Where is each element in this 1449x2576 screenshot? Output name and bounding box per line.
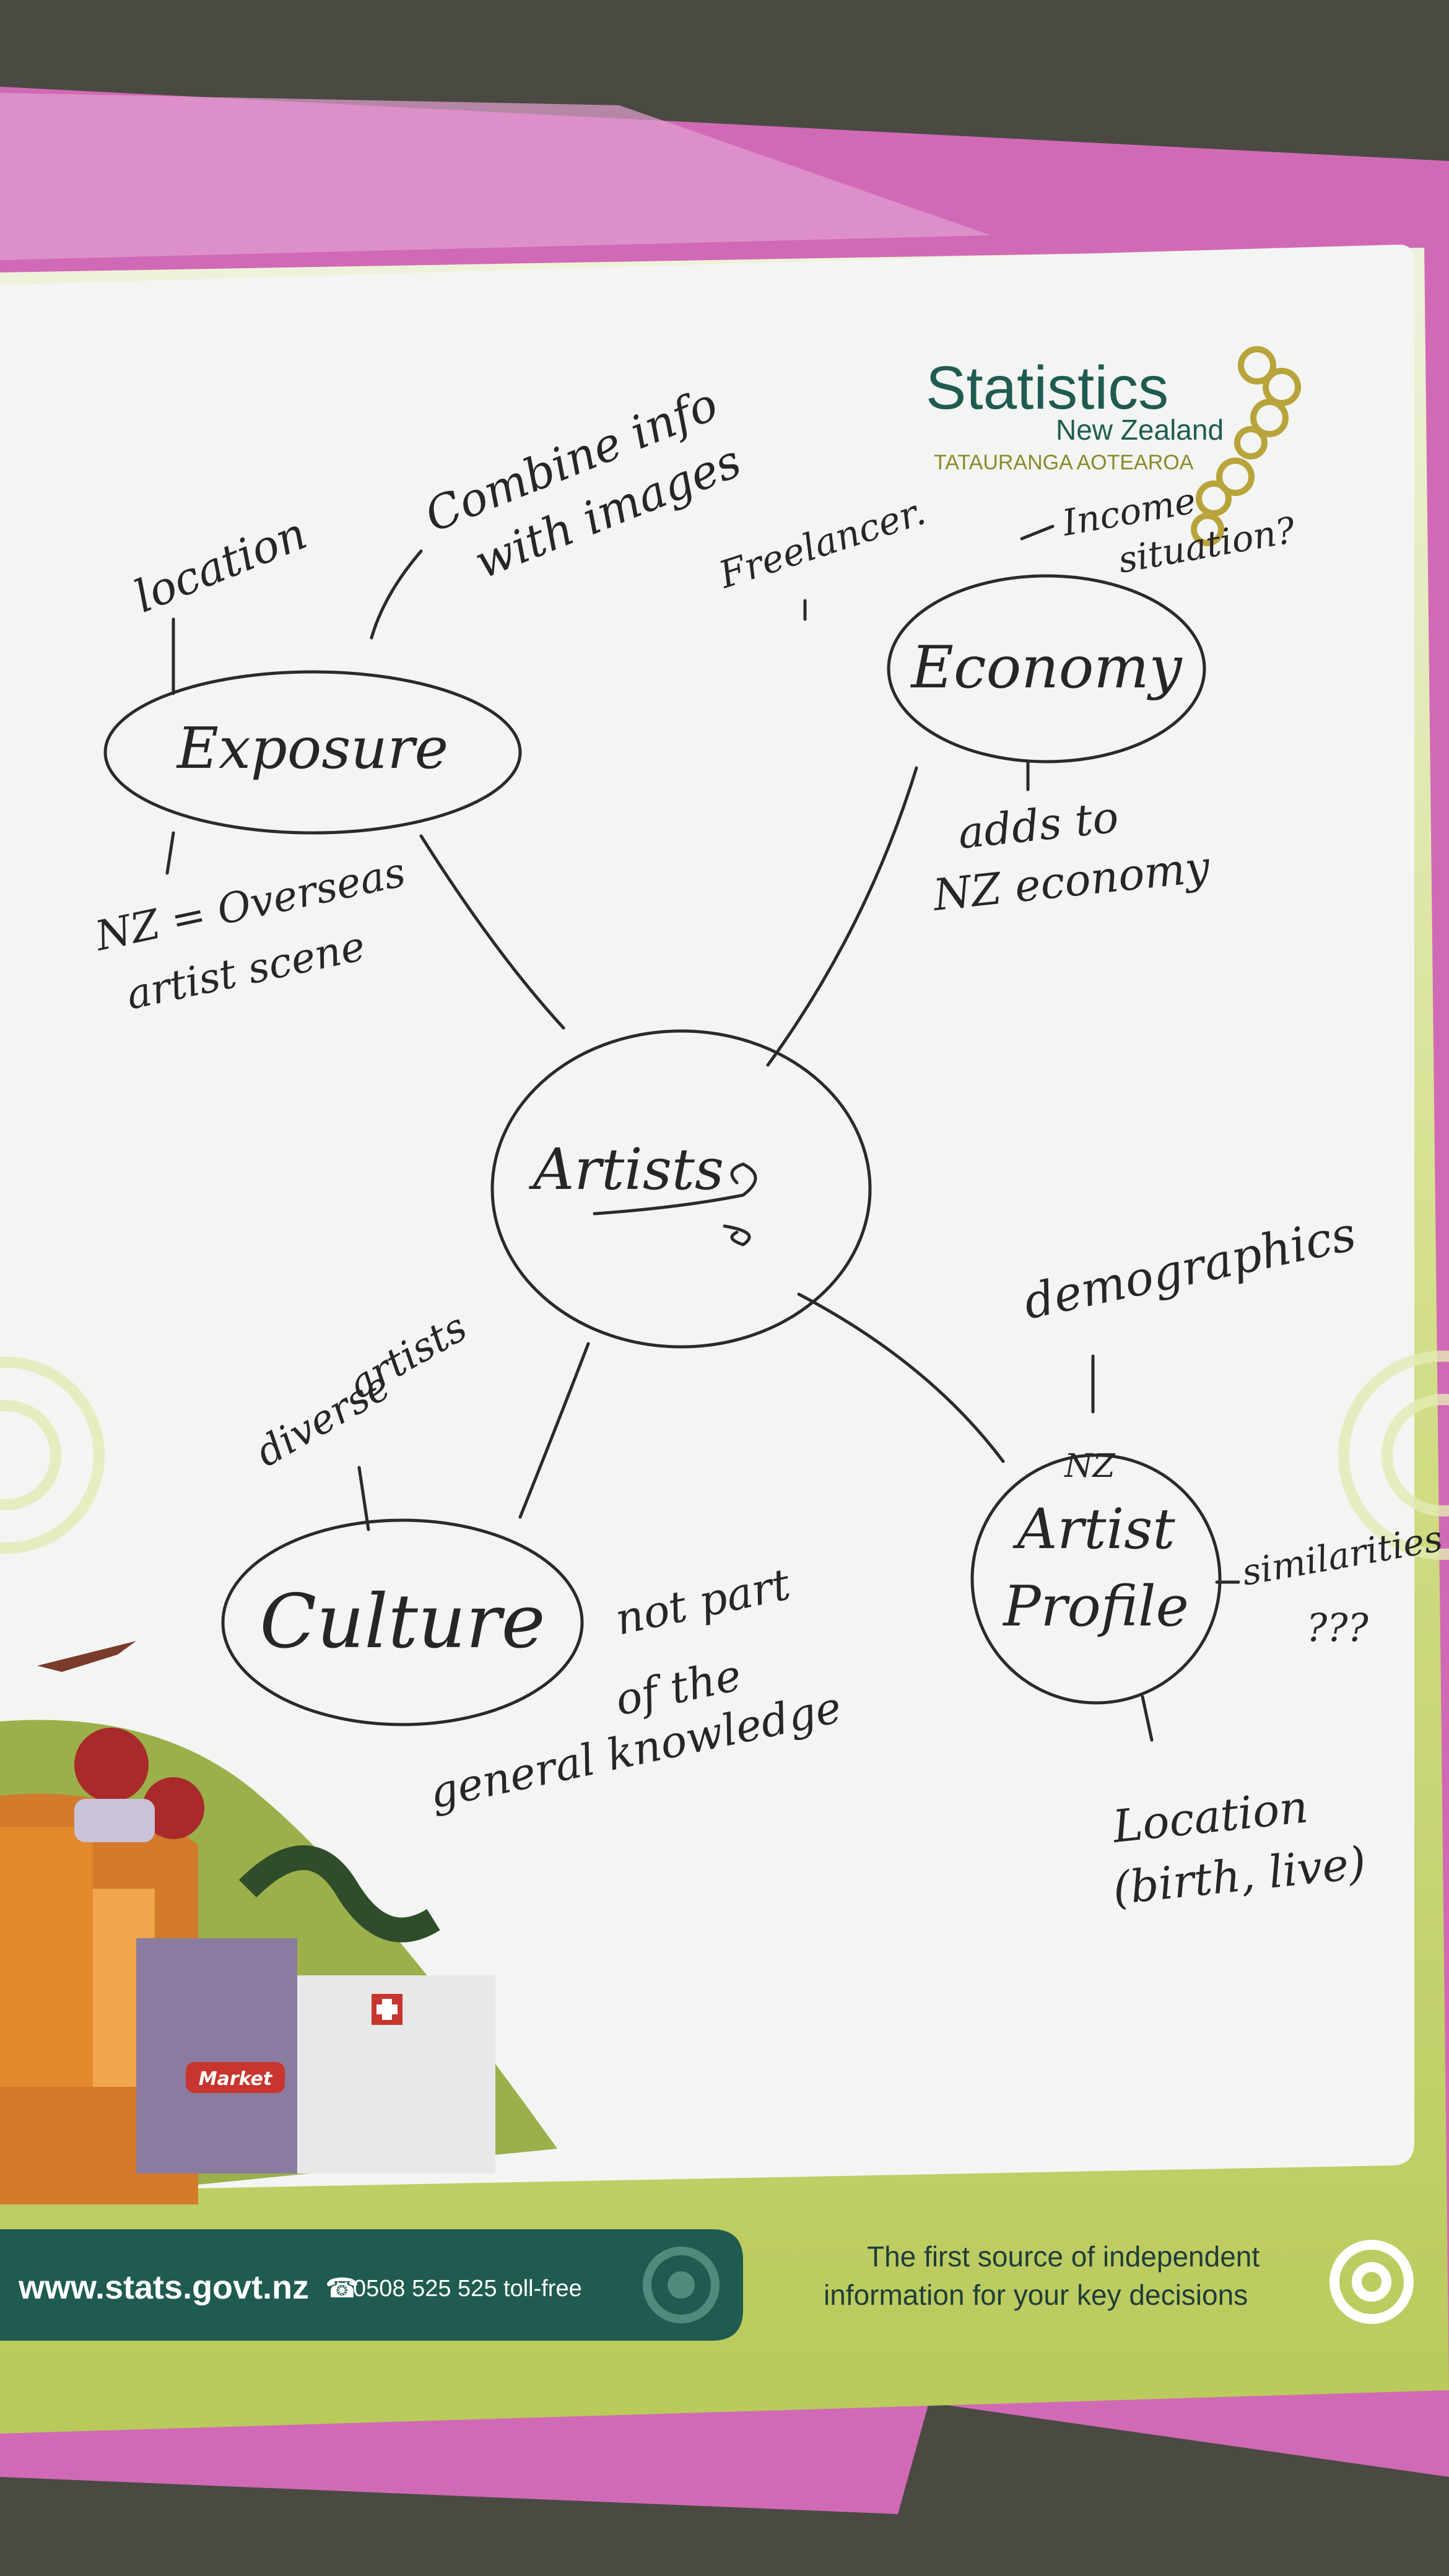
footer-url[interactable]: www.stats.govt.nz (18, 2269, 309, 2306)
logo-koru-icon (1191, 346, 1301, 546)
phone-icon: ☎ (325, 2273, 359, 2304)
footer-band (0, 2229, 743, 2341)
node-profile (970, 1453, 1222, 1705)
logo-maori: TATAURANGA AOTEAROA (934, 451, 1194, 474)
footer-tagline-2: information for your key decisions (824, 2279, 1248, 2311)
label-artists: Artists (528, 1136, 724, 1203)
node-exposure (103, 670, 522, 835)
logo-name: Statistics (926, 354, 1168, 422)
market-sign: Market (199, 2068, 273, 2090)
node-economy (887, 574, 1206, 764)
logo-country: New Zealand (1056, 414, 1224, 446)
green-swirl-decoration (0, 1351, 1449, 1560)
stats-target-icon (1329, 2240, 1414, 2324)
label-culture: Culture (259, 1579, 545, 1665)
label-exposure: Exposure (176, 715, 448, 781)
city-illustration: Market (0, 1641, 557, 2204)
label-profile-profile: Profile (1002, 1574, 1189, 1639)
airplane-icon (37, 1641, 136, 1672)
label-economy: Economy (910, 634, 1183, 702)
label-profile-nz: NZ (1063, 1448, 1116, 1485)
artists-swirl-icon (593, 1162, 757, 1216)
connector-lines (165, 524, 1240, 1742)
pink-folder-highlight (0, 93, 991, 260)
node-artists (490, 1029, 872, 1349)
node-culture (221, 1518, 584, 1726)
paper-sheet (0, 245, 1414, 2192)
footer-tagline-1: The first source of independent (867, 2240, 1260, 2273)
footer-target-icon (643, 2247, 720, 2323)
label-profile-artist: Artist (1012, 1497, 1175, 1562)
stats-nz-logo: Statistics New Zealand TATAURANGA AOTEAR… (926, 346, 1301, 546)
footer-phone: 0508 525 525 toll-free (353, 2276, 582, 2302)
note-similarities-2: ??? (1307, 1605, 1368, 1650)
